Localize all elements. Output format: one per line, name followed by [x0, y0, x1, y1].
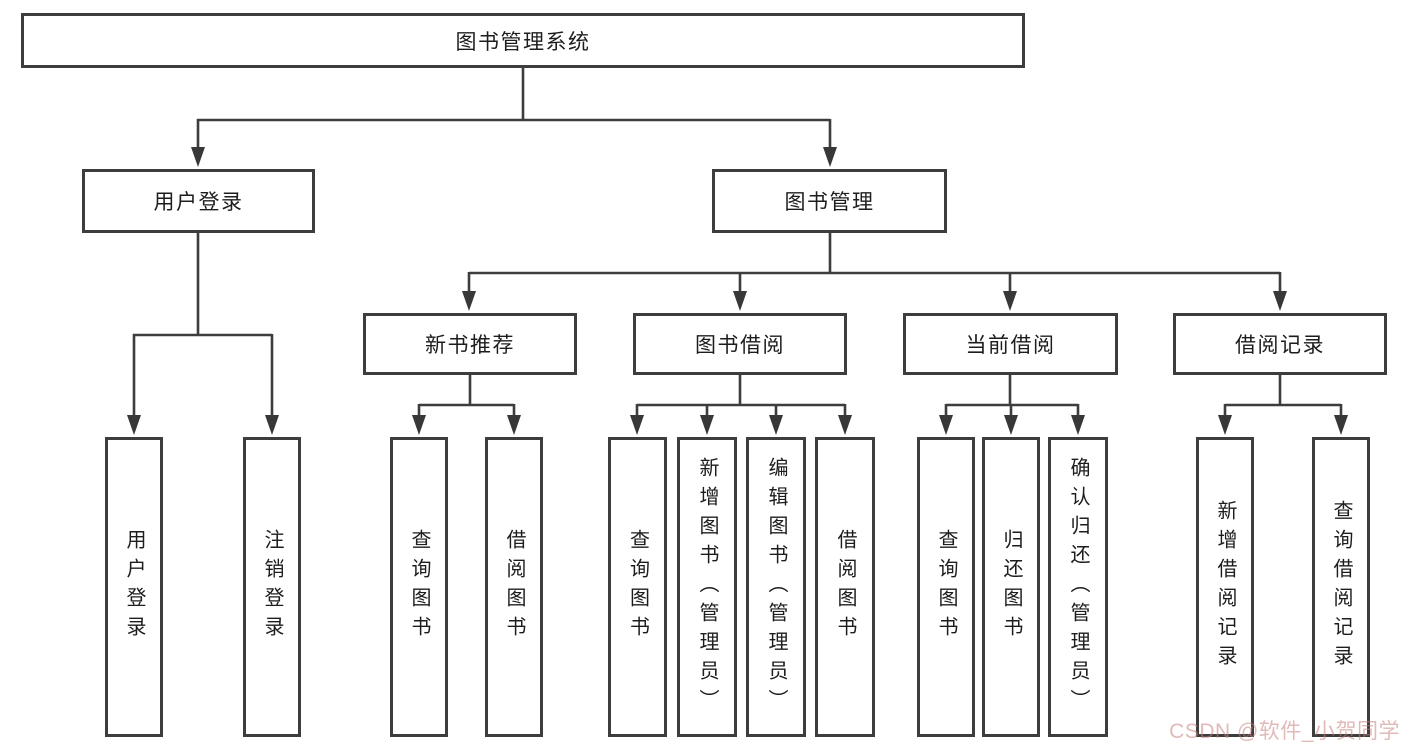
node-label: 查询借阅记录 [1330, 500, 1352, 674]
node-label: 确认归还（管理员） [1067, 456, 1089, 718]
node-label: 用户登录 [123, 529, 145, 645]
leaf-add-books-admin: 新增图书（管理员） [677, 437, 737, 737]
node-user-login: 用户登录 [82, 169, 315, 233]
connector-user-login-to-leaves [127, 233, 279, 435]
leaf-confirm-return-admin: 确认归还（管理员） [1048, 437, 1108, 737]
node-book-borrow: 图书借阅 [633, 313, 847, 375]
leaf-return-books: 归还图书 [982, 437, 1040, 737]
node-library-management-system: 图书管理系统 [21, 13, 1025, 68]
node-label: 查询图书 [626, 529, 649, 645]
connector-borrow-records-to-leaves [1218, 375, 1348, 435]
node-label: 借阅记录 [1235, 334, 1325, 357]
node-label: 图书借阅 [695, 334, 785, 357]
connector-root-to-level2 [191, 68, 837, 167]
node-label: 当前借阅 [965, 334, 1056, 357]
node-label: 注销登录 [261, 529, 283, 645]
node-label: 归还图书 [1000, 529, 1022, 645]
leaf-borrow-books-2: 借阅图书 [815, 437, 875, 737]
leaf-add-borrow-record: 新增借阅记录 [1196, 437, 1254, 737]
connector-book-management-to-level3 [462, 233, 1287, 311]
leaf-query-books-2: 查询图书 [608, 437, 667, 737]
connector-book-borrow-to-leaves [630, 375, 852, 435]
connector-current-borrow-to-leaves [939, 375, 1085, 435]
node-label: 查询图书 [935, 529, 957, 645]
connector-new-book-recommend-to-leaves [412, 375, 521, 435]
leaf-user-login: 用户登录 [105, 437, 163, 737]
leaf-edit-books-admin: 编辑图书（管理员） [746, 437, 806, 737]
node-borrow-records: 借阅记录 [1173, 313, 1387, 375]
node-label: 编辑图书（管理员） [765, 456, 787, 718]
leaf-query-books-3: 查询图书 [917, 437, 975, 737]
node-label: 新增借阅记录 [1214, 500, 1236, 674]
node-label: 查询图书 [408, 529, 430, 645]
node-book-management: 图书管理 [712, 169, 947, 233]
leaf-borrow-books: 借阅图书 [485, 437, 543, 737]
leaf-logout-login: 注销登录 [243, 437, 301, 737]
node-label: 图书管理 [784, 191, 875, 214]
csdn-watermark: CSDN @软件_小贺同学 [1169, 720, 1400, 743]
node-label: 图书管理系统 [455, 30, 591, 54]
node-label: 新增图书（管理员） [696, 456, 718, 718]
node-label: 借阅图书 [834, 529, 856, 645]
leaf-query-books: 查询图书 [390, 437, 448, 737]
node-label: 用户登录 [153, 191, 244, 214]
node-label: 借阅图书 [503, 529, 525, 645]
leaf-query-borrow-record: 查询借阅记录 [1312, 437, 1370, 737]
node-current-borrow: 当前借阅 [903, 313, 1118, 375]
node-new-book-recommend: 新书推荐 [363, 313, 577, 375]
node-label: 新书推荐 [425, 334, 515, 357]
